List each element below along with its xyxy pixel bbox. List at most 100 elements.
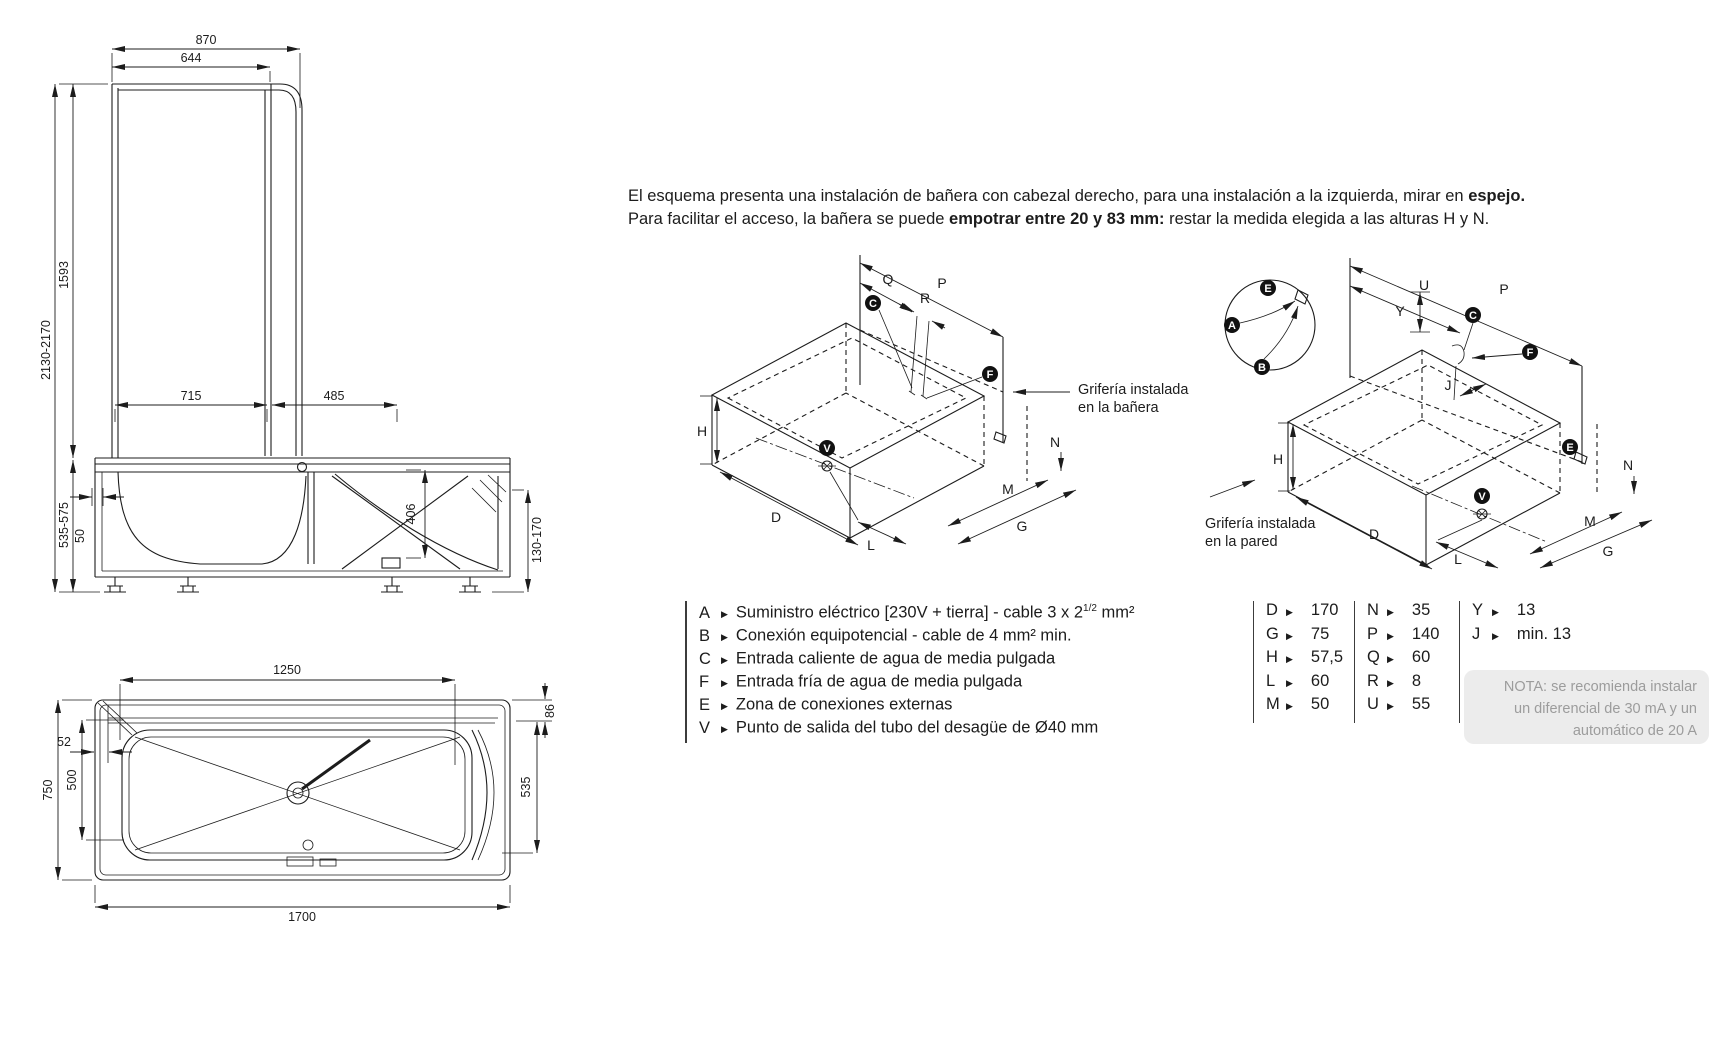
bullet-icon: ▶ xyxy=(721,655,728,665)
dim-L-label: L xyxy=(1454,551,1462,567)
label-B-circle: B xyxy=(1254,359,1270,375)
dim-485-label: 485 xyxy=(324,389,345,403)
label-F-circle: F xyxy=(982,366,998,382)
legend-item-E: E▶Zona de conexiones externas xyxy=(699,695,1135,718)
legend-key: A xyxy=(699,603,711,622)
dim-Q-label: Q xyxy=(883,271,894,287)
label-V-circle: V xyxy=(1474,488,1490,504)
caption-taps-on-bath: Grifería instalada en la bañera xyxy=(1078,382,1189,416)
bathtub-feet xyxy=(104,577,481,593)
dim-870-label: 870 xyxy=(196,33,217,47)
iso-left-box xyxy=(710,322,986,539)
plan-view-drawing: 1250 52 86 750 500 535 xyxy=(41,663,557,924)
bathtub-body-outline xyxy=(94,457,511,578)
dim-N-label: N xyxy=(1623,457,1633,473)
label-C-circle: C xyxy=(1465,307,1481,323)
bullet-icon: ▶ xyxy=(721,678,728,688)
note-box: NOTA: se recomienda instalar un diferenc… xyxy=(1464,670,1709,744)
plan-outline xyxy=(94,699,511,881)
svg-text:V: V xyxy=(823,443,831,455)
legend-item-C: C ▶ Entrada caliente de agua de media pulg… xyxy=(699,649,1135,672)
label-F-circle: F xyxy=(1522,344,1538,360)
dim-H-label: H xyxy=(1273,451,1283,467)
intro-paragraph: El esquema presenta una instalación de b… xyxy=(628,185,1713,230)
legend-text: Conexión equipotencial - cable de 4 mm² … xyxy=(735,626,1072,645)
iso-diagram-wall-mounted-taps: E A B P U Y J H D xyxy=(1209,258,1653,570)
legend-key: C xyxy=(699,649,711,668)
caption-taps-on-wall: Grifería instalada en la pared xyxy=(1205,516,1316,550)
note-line-3: automático de 20 A xyxy=(1572,723,1697,739)
legend-key: V xyxy=(699,718,711,737)
legend-text: Entrada caliente de agua de media pulgad… xyxy=(735,649,1056,668)
label-V-circle: V xyxy=(819,440,835,456)
table-row: U▶55 xyxy=(1367,695,1431,713)
note-line-2: un diferencial de 30 mA y un xyxy=(1514,701,1697,717)
legend-item-F: F ▶ Entrada fría de agua de media pulgada xyxy=(699,672,1135,695)
dim-1700-label: 1700 xyxy=(288,910,316,924)
dim-535-575-label: 535-575 xyxy=(57,502,71,548)
table-row: H▶57,5 xyxy=(1266,648,1344,666)
dim-535-label: 535 xyxy=(519,777,533,798)
dim-2130-2170-label: 2130-2170 xyxy=(39,320,53,380)
legend-item-A: A▶Suministro eléctrico [230V + tierra] -… xyxy=(699,603,1135,626)
legend-text: Zona de conexiones externas xyxy=(735,695,953,714)
svg-text:B: B xyxy=(1258,362,1266,374)
table-row: R▶8 xyxy=(1367,671,1422,690)
svg-text:F: F xyxy=(1527,347,1534,359)
iso-right-dimensions: P U Y J H D L M G N xyxy=(1209,265,1653,570)
dim-J-label: J xyxy=(1445,377,1452,393)
bullet-icon: ▶ xyxy=(1286,607,1293,618)
drain-symbol xyxy=(818,460,836,472)
legend-key: F xyxy=(699,672,710,691)
bullet-icon: ▶ xyxy=(1387,701,1394,712)
table-row: L▶60 xyxy=(1266,671,1330,690)
dim-500-label: 500 xyxy=(65,770,79,791)
legend-key: B xyxy=(699,626,711,645)
dim-406-label: 406 xyxy=(404,504,418,525)
table-row: G▶75 xyxy=(1266,624,1330,643)
dim-H-label: H xyxy=(697,423,707,439)
table-row: J▶min. 13 xyxy=(1472,624,1572,643)
dim-M-label: M xyxy=(1002,481,1014,497)
bullet-icon: ▶ xyxy=(1387,654,1394,665)
dimension-table: D▶170 G▶75 H▶57,5 L▶60 M▶50 N▶35 P▶140 Q… xyxy=(1253,601,1592,723)
table-row: Q▶60 xyxy=(1367,648,1431,666)
dim-644-label: 644 xyxy=(181,51,202,65)
drain-symbol xyxy=(1473,508,1491,520)
dim-Y-label: Y xyxy=(1395,303,1405,319)
front-view-dimensions: 870 644 2130-2170 1593 535-575 50 xyxy=(39,33,544,593)
legend-item-B: B▶Conexión equipotencial - cable de 4 mm… xyxy=(699,626,1135,649)
connection-legend: A▶Suministro eléctrico [230V + tierra] -… xyxy=(685,601,1135,743)
bullet-icon: ▶ xyxy=(721,724,728,734)
dim-D-label: D xyxy=(1369,526,1379,542)
label-C-circle: C xyxy=(865,295,881,311)
bullet-icon: ▶ xyxy=(721,609,728,619)
iso-right-wall xyxy=(1349,258,1598,492)
bullet-icon: ▶ xyxy=(1387,677,1394,688)
dim-R-label: R xyxy=(920,290,930,306)
table-row: P▶140 xyxy=(1367,624,1440,643)
label-E-circle-detail: E xyxy=(1260,280,1276,296)
dim-U-label: U xyxy=(1419,277,1429,293)
bullet-icon: ▶ xyxy=(1286,630,1293,641)
legend-text: Entrada fría de agua de media pulgada xyxy=(735,672,1023,691)
svg-text:E: E xyxy=(1264,283,1271,295)
intro-line-1: El esquema presenta una instalación de b… xyxy=(628,187,1526,205)
iso-right-box xyxy=(1286,349,1562,566)
svg-text:A: A xyxy=(1228,320,1236,332)
table-row: D▶170 xyxy=(1266,601,1339,619)
dim-P-label: P xyxy=(1499,281,1508,297)
legend-text: Punto de salida del tubo del desagüe de … xyxy=(735,718,1099,737)
dim-G-label: G xyxy=(1017,518,1028,534)
dim-715-label: 715 xyxy=(181,389,202,403)
svg-text:E: E xyxy=(1566,442,1573,454)
bullet-icon: ▶ xyxy=(1286,701,1293,712)
table-row: N▶35 xyxy=(1367,601,1431,619)
table-row: Y▶13 xyxy=(1472,601,1536,619)
dim-52-label: 52 xyxy=(57,735,71,749)
dimension-table-col-3: Y▶13 J▶min. 13 xyxy=(1459,601,1592,723)
svg-text:C: C xyxy=(869,298,877,310)
legend-key: E xyxy=(699,695,711,714)
table-row: M▶50 xyxy=(1266,695,1330,713)
